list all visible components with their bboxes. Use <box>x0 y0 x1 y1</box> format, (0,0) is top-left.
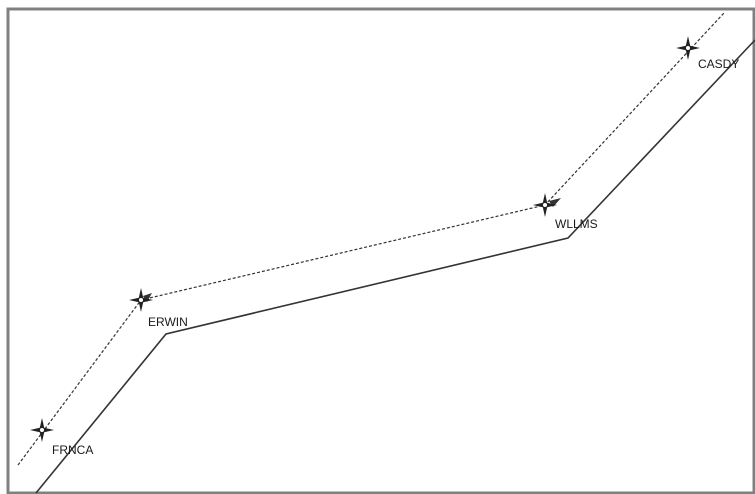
waypoint-label-casdy: CASDY <box>698 57 739 71</box>
route-line-solid <box>35 39 755 494</box>
waypoint-label-frnca: FRNCA <box>52 443 93 457</box>
waypoint-wllms[interactable] <box>533 193 557 217</box>
route-dashed-path <box>17 12 725 466</box>
waypoint-label-erwin: ERWIN <box>148 315 188 329</box>
waypoint-label-wllms: WLLMS <box>555 217 598 231</box>
chart-frame <box>6 7 755 494</box>
waypoint-frnca[interactable] <box>30 418 54 442</box>
arrowhead-to-erwin <box>143 293 152 302</box>
waypoint-casdy[interactable] <box>676 36 700 60</box>
waypoint-erwin[interactable] <box>129 288 153 312</box>
